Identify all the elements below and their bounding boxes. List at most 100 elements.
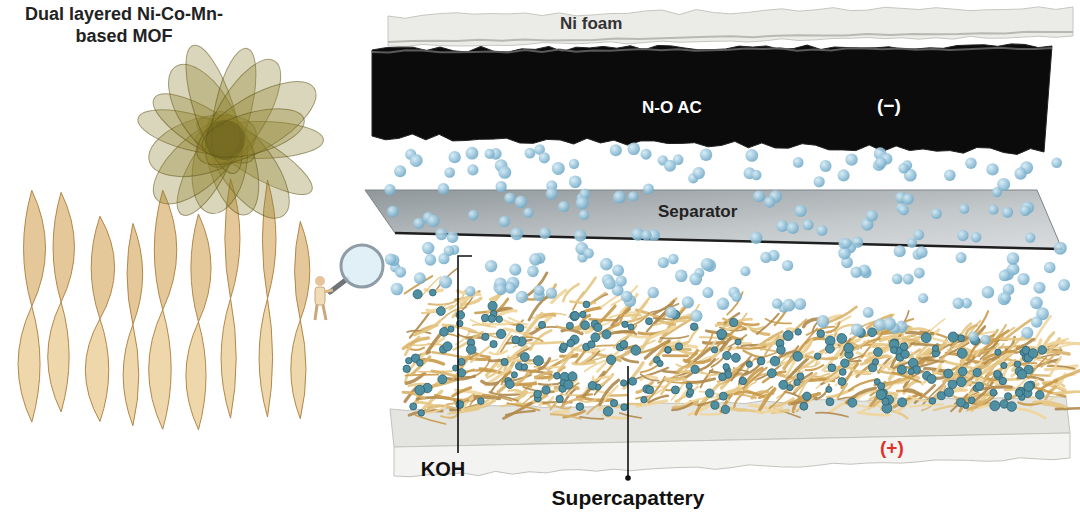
ion-in-mof <box>767 369 776 378</box>
mof-strand <box>456 333 469 344</box>
mof-strand <box>718 371 736 382</box>
mof-strand <box>878 314 893 334</box>
ion-in-mof <box>908 358 917 367</box>
carbon-highlight <box>372 48 1052 53</box>
mof-strand <box>429 379 457 387</box>
ion <box>843 240 856 253</box>
mof-strand <box>972 335 994 351</box>
mof-strand <box>894 394 921 407</box>
mof-strand <box>986 377 1002 380</box>
ion-in-mof <box>839 369 846 376</box>
mof-strand <box>761 332 783 345</box>
mof-strand <box>509 390 524 395</box>
ion-in-mof <box>505 377 512 384</box>
leader-end <box>625 475 631 481</box>
mof-strand <box>531 342 563 343</box>
mof-strand <box>1054 342 1080 348</box>
ion-in-mof <box>406 358 412 364</box>
mof-strand <box>501 403 520 406</box>
mof-strand <box>883 388 907 398</box>
mof-strand <box>490 355 521 361</box>
mof-strand <box>505 384 531 387</box>
ion-in-mof <box>890 339 898 347</box>
mof-strand <box>787 329 801 333</box>
mof-strand <box>988 330 998 343</box>
mof-strand <box>710 371 740 374</box>
ion-in-mof <box>717 329 727 339</box>
ion <box>1058 279 1070 291</box>
mof-strand <box>870 356 892 359</box>
mof-strand <box>951 367 979 385</box>
ion-in-mof <box>686 383 692 389</box>
ion <box>641 230 651 240</box>
mof-strand <box>432 371 458 377</box>
mof-strand <box>525 326 545 337</box>
mof-strand <box>636 310 659 317</box>
ion <box>817 315 830 328</box>
ion-in-mof <box>1038 346 1047 355</box>
mof-strand <box>823 316 841 323</box>
mof-strand <box>448 409 478 414</box>
mof-ribbon <box>186 322 206 430</box>
mof-strand <box>765 336 779 355</box>
mof-strand <box>971 395 991 398</box>
ion <box>751 170 761 180</box>
ion <box>852 237 863 248</box>
ion-in-mof <box>439 345 447 353</box>
mof-strand <box>637 397 651 407</box>
mof-strand <box>884 373 898 391</box>
ion-in-mof <box>643 385 651 393</box>
mof-strand <box>1035 316 1051 341</box>
ion-in-mof <box>560 380 567 387</box>
ion-in-mof <box>1024 353 1033 362</box>
mof-strand <box>503 361 514 380</box>
ion-in-mof <box>705 389 713 397</box>
mof-strand <box>417 397 450 399</box>
mof-strand <box>572 349 597 351</box>
ion-in-mof <box>657 360 663 366</box>
ion <box>931 208 942 219</box>
mof-strand <box>1031 340 1041 357</box>
mof-strand <box>968 395 994 409</box>
mof-strand <box>915 330 939 345</box>
ion <box>740 266 750 276</box>
ion-in-mof <box>803 392 811 400</box>
mof-strand <box>751 329 768 334</box>
mof-strand <box>461 395 479 406</box>
mof-strand <box>540 397 554 404</box>
mof-strand <box>776 374 795 379</box>
mof-strand <box>806 365 824 370</box>
mof-strand <box>700 337 733 339</box>
mof-strand <box>834 340 859 345</box>
ion-in-mof <box>621 380 627 386</box>
ion-in-mof <box>602 330 611 339</box>
ion <box>438 253 449 264</box>
mof-strand <box>797 393 819 411</box>
mof-ribbon <box>127 223 143 324</box>
mof-strand <box>918 344 946 357</box>
ion <box>997 178 1010 191</box>
ion <box>782 260 793 271</box>
ion <box>613 191 626 204</box>
ion-in-mof <box>448 326 454 332</box>
ion <box>863 307 874 318</box>
mof-strand <box>858 413 889 415</box>
mof-strand <box>859 339 880 348</box>
ion <box>569 175 582 188</box>
ion <box>466 147 479 160</box>
ion-in-mof <box>958 335 965 342</box>
ion-in-mof <box>1014 361 1020 367</box>
mof-strand <box>594 306 615 328</box>
mof-strand <box>944 392 973 401</box>
mof-ribbon <box>53 192 74 302</box>
ion <box>980 335 990 345</box>
mof-strand <box>775 303 791 325</box>
ion <box>603 277 615 289</box>
mof-strand <box>840 340 869 358</box>
ion-in-mof <box>520 353 529 362</box>
mof-strand <box>483 395 512 401</box>
ion <box>918 293 928 303</box>
ion <box>838 247 851 260</box>
mof-strand <box>475 310 507 313</box>
mof-strand <box>922 352 932 364</box>
